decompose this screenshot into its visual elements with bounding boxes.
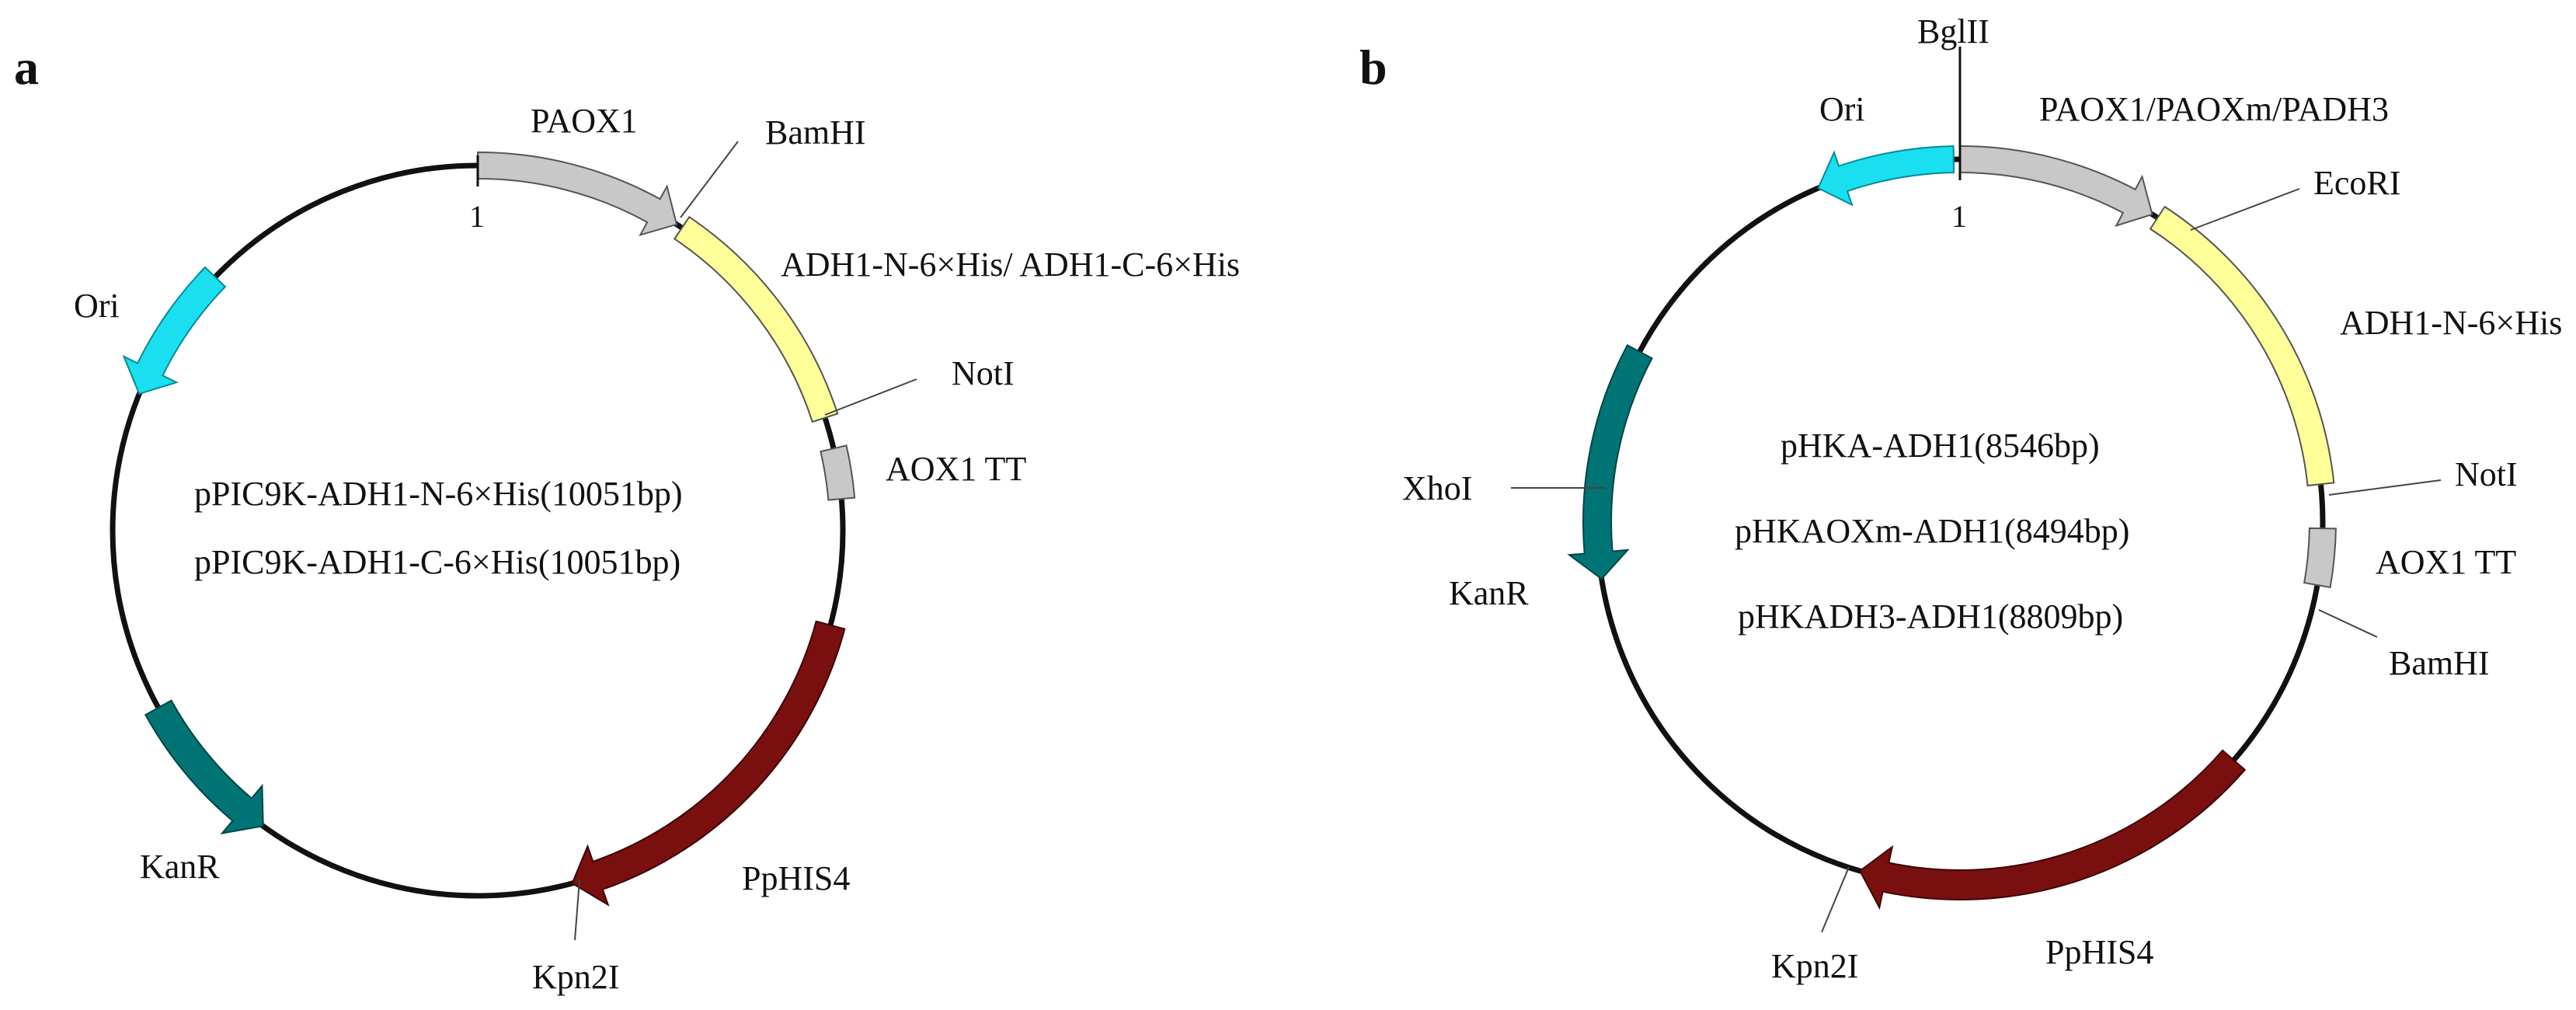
- panel-b-aox1tt-feature: [2303, 527, 2337, 589]
- panel-b-promoter-label: PAOX1/PAOXm/PADH3: [2039, 90, 2389, 128]
- panel-b-start-label: 1: [1951, 199, 1967, 234]
- panel-a-bamhi-label: BamHI: [765, 113, 866, 152]
- panel-a-aox1tt-label: AOX1 TT: [886, 450, 1026, 488]
- panel-a-ori-label: Ori: [74, 287, 120, 325]
- panel-a: a 1 PAOX1 BamHI ADH1-N-6×His/ ADH1-C-6×H…: [14, 40, 1240, 996]
- panel-b-center-line-3: pHKADH3-ADH1(8809bp): [1738, 597, 2123, 636]
- panel-a-kanr-label: KanR: [140, 848, 220, 886]
- panel-b-kpn2i-label: Kpn2I: [1771, 947, 1858, 985]
- panel-b-ecori-leader: [2190, 188, 2300, 231]
- panel-b-center-line-1: pHKA-ADH1(8546bp): [1781, 427, 2100, 465]
- panel-a-noti-leader: [824, 378, 917, 416]
- panel-a-pphis4-label: PpHIS4: [742, 859, 850, 897]
- panel-b-kanr-label: KanR: [1449, 574, 1529, 612]
- panel-a-kpn2i-label: Kpn2I: [532, 958, 619, 996]
- panel-a-pphis4-feature: [571, 620, 846, 907]
- panel-a-adh1-feature: [673, 215, 839, 423]
- panel-b-noti-label: NotI: [2455, 455, 2518, 493]
- panel-a-noti-label: NotI: [952, 354, 1015, 392]
- panel-b-kanr-feature: [1567, 343, 1653, 580]
- panel-a-center-line-1: pPIC9K-ADH1-N-6×His(10051bp): [194, 475, 683, 513]
- panel-b-pphis4-label: PpHIS4: [2045, 933, 2153, 971]
- panel-b-kpn2i-leader: [1821, 866, 1850, 933]
- panel-b-bamhi-label: BamHI: [2389, 644, 2490, 682]
- panel-a-aox1tt-feature: [820, 444, 856, 501]
- panel-b-ori-feature: [1817, 145, 1955, 207]
- panel-a-adh1-label: ADH1-N-6×His/ ADH1-C-6×His: [781, 246, 1240, 284]
- panel-b-bglii-label: BglII: [1917, 12, 1989, 50]
- panel-a-kanr-feature: [144, 699, 264, 834]
- panel-a-bamhi-leader: [680, 141, 739, 218]
- panel-b-promoter-feature: [1959, 145, 2153, 228]
- panel-b: b 1 BglII Ori PAOX1/PAOXm/PADH3 EcoRI AD…: [1359, 12, 2562, 985]
- panel-b-aox1tt-label: AOX1 TT: [2376, 543, 2516, 581]
- panel-b-center-line-2: pHKAOXm-ADH1(8494bp): [1735, 512, 2129, 550]
- panel-b-adh1-label: ADH1-N-6×His: [2340, 304, 2562, 342]
- panel-b-letter: b: [1359, 40, 1387, 95]
- panel-a-paox1-label: PAOX1: [531, 102, 638, 140]
- panel-b-bamhi-leader: [2318, 609, 2378, 638]
- panel-b-pphis4-feature: [1859, 749, 2247, 911]
- panel-b-ecori-label: EcoRI: [2313, 164, 2400, 202]
- panel-b-xhoi-label: XhoI: [1402, 469, 1472, 507]
- panel-b-ori-label: Ori: [1819, 90, 1865, 128]
- panel-a-ori-feature: [122, 266, 227, 395]
- panel-a-center-line-2: pPIC9K-ADH1-C-6×His(10051bp): [194, 543, 681, 581]
- panel-a-paox1-feature: [477, 151, 678, 237]
- panel-a-letter: a: [14, 40, 39, 95]
- panel-b-adh1-feature: [2149, 205, 2335, 487]
- panel-a-kpn2i-leader: [574, 879, 580, 941]
- panel-b-noti-leader: [2328, 479, 2442, 496]
- panel-a-start-label: 1: [469, 199, 485, 234]
